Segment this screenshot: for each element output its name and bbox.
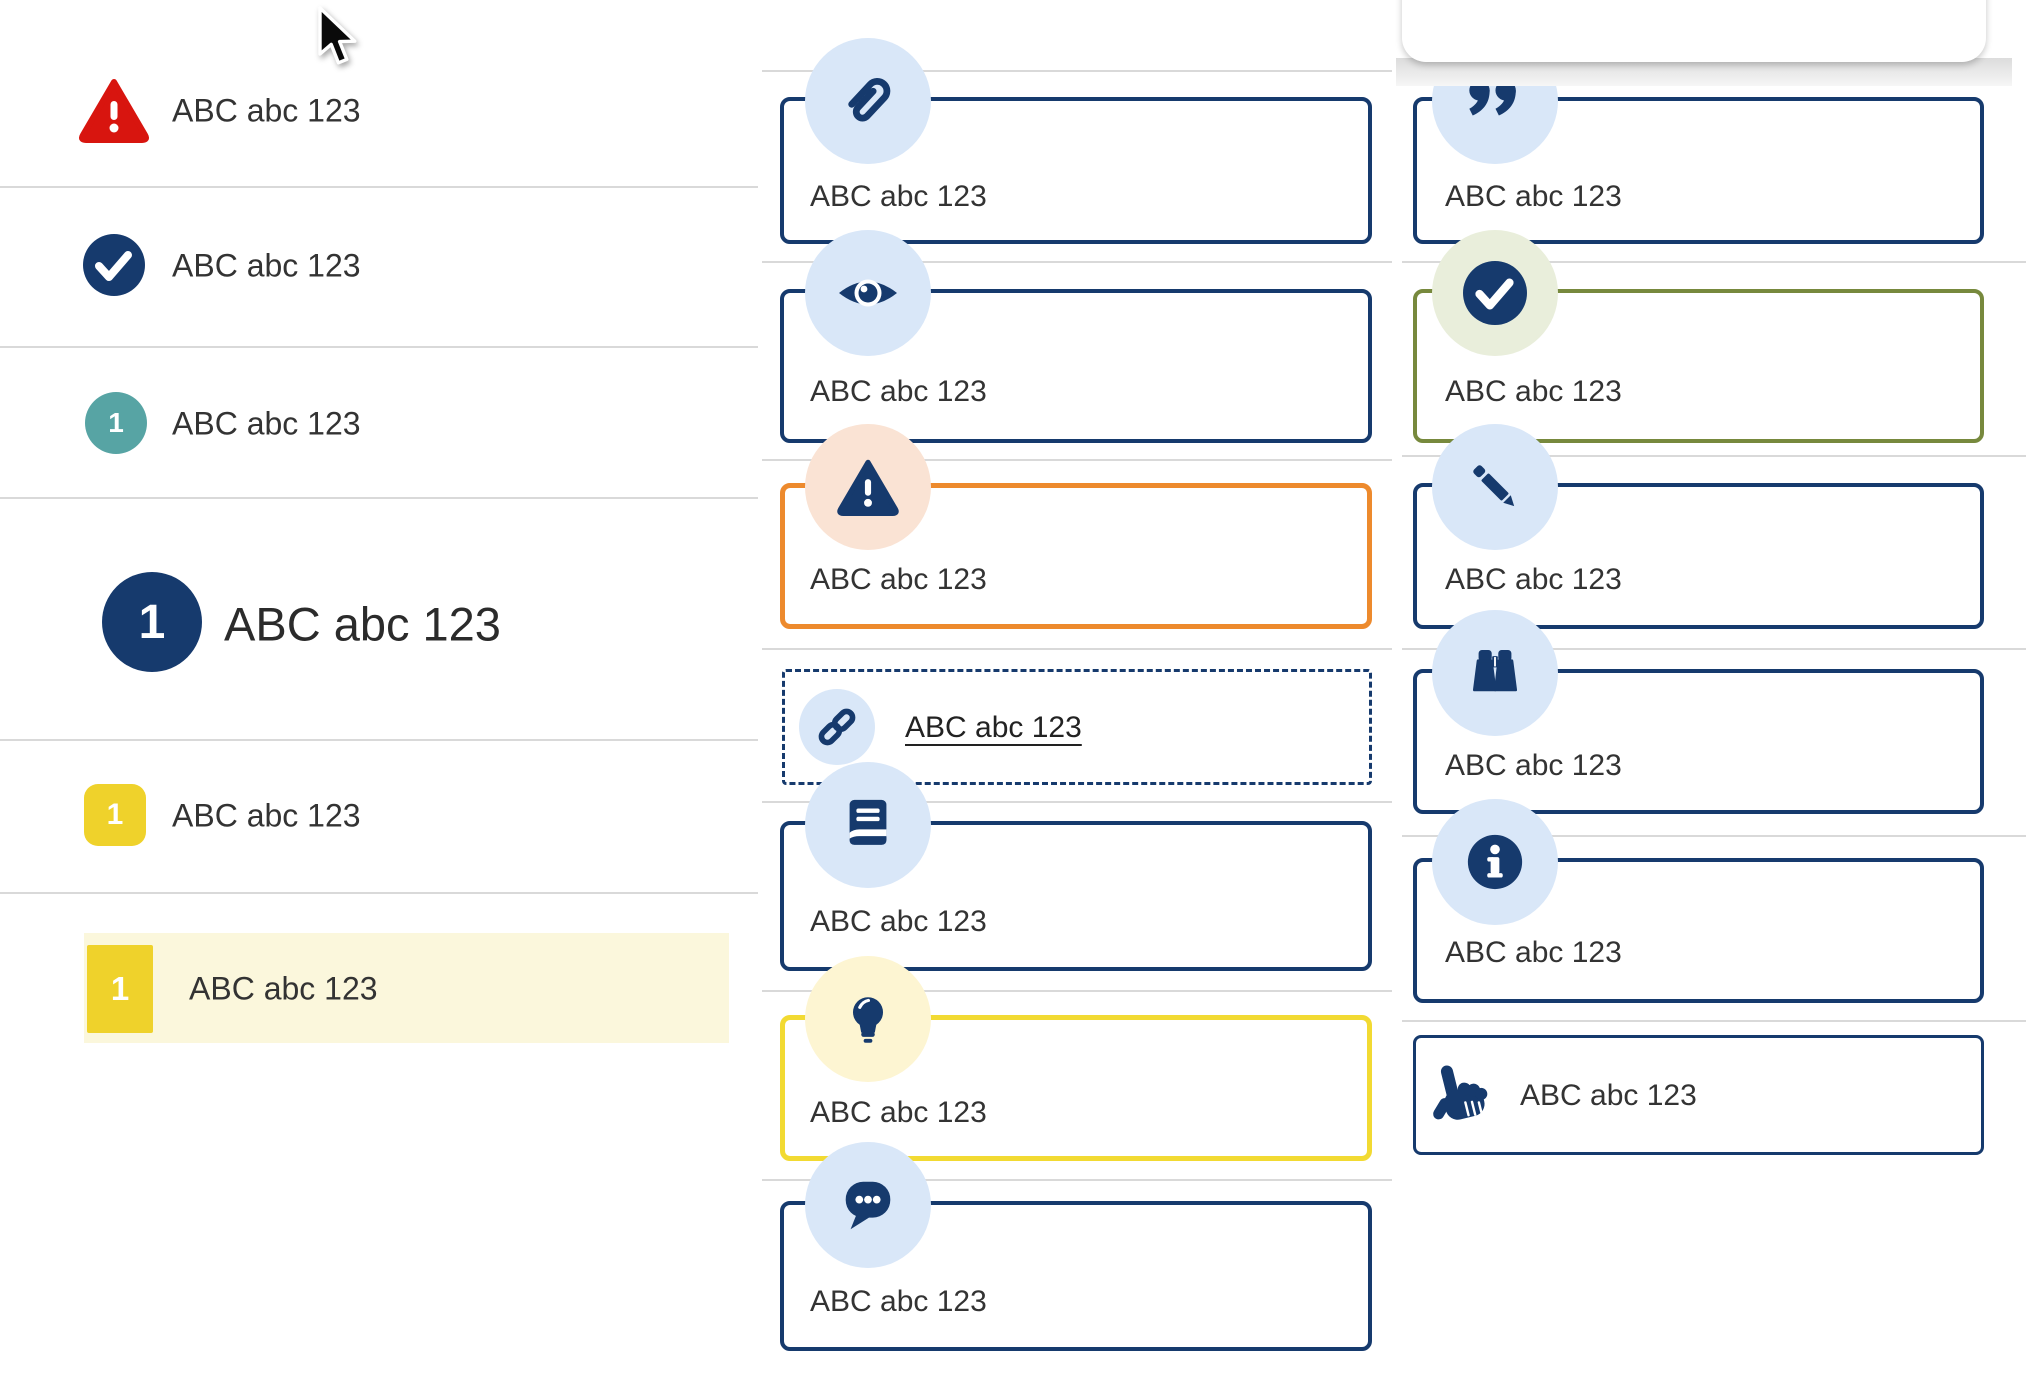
callout-label: ABC abc 123 <box>810 1096 987 1129</box>
mouse-cursor <box>316 6 358 70</box>
lightbulb-icon <box>805 956 931 1082</box>
divider <box>1402 455 2026 457</box>
callout-label: ABC abc 123 <box>1445 563 1622 596</box>
partial-card-top <box>1402 0 1986 62</box>
callout-label: ABC abc 123 <box>1445 180 1622 213</box>
divider <box>762 801 1392 803</box>
book-icon <box>805 762 931 888</box>
binoculars-icon <box>1432 610 1558 736</box>
divider <box>762 990 1392 992</box>
number-badge-teal-circle: 1 <box>85 392 147 454</box>
divider <box>1402 835 2026 837</box>
divider <box>762 261 1392 263</box>
check-circle-icon <box>1432 230 1558 356</box>
paperclip-icon <box>805 38 931 164</box>
callout-link-text[interactable]: ABC abc 123 <box>905 711 1082 744</box>
list-item-label[interactable]: ABC abc 123 <box>172 247 361 284</box>
list-item-label[interactable]: ABC abc 123 <box>189 970 378 1007</box>
alert-triangle-icon <box>79 77 149 143</box>
callout-label: ABC abc 123 <box>1445 936 1622 969</box>
callout-reference <box>780 821 1372 971</box>
callout-label: ABC abc 123 <box>1445 749 1622 782</box>
list-item-label[interactable]: ABC abc 123 <box>172 92 361 129</box>
badge-number: 1 <box>106 798 124 831</box>
pencil-icon <box>1432 424 1558 550</box>
divider <box>762 648 1392 650</box>
badge-number: 1 <box>138 595 166 649</box>
number-badge-navy-circle-large: 1 <box>102 572 202 672</box>
callout-label: ABC abc 123 <box>810 905 987 938</box>
callout-action <box>1413 1035 1984 1155</box>
badge-number: 1 <box>108 407 124 438</box>
callout-label: ABC abc 123 <box>1445 375 1622 408</box>
list-item-label[interactable]: ABC abc 123 <box>172 405 361 442</box>
callout-label: ABC abc 123 <box>810 180 987 213</box>
list-item-label[interactable]: ABC abc 123 <box>172 797 361 834</box>
divider <box>0 892 758 894</box>
divider <box>762 1179 1392 1181</box>
divider <box>762 70 1392 72</box>
divider <box>762 459 1392 461</box>
hand-pointer-icon <box>1424 1060 1494 1130</box>
callout-label: ABC abc 123 <box>1520 1079 1697 1112</box>
divider <box>1402 648 2026 650</box>
number-badge-yellow-rect: 1 <box>87 945 153 1033</box>
number-badge-yellow-square: 1 <box>84 784 146 846</box>
divider <box>0 739 758 741</box>
highlighted-list-item[interactable] <box>84 933 729 1043</box>
divider <box>0 346 758 348</box>
warning-icon <box>805 424 931 550</box>
eye-icon <box>805 230 931 356</box>
info-icon <box>1432 799 1558 925</box>
badge-number: 1 <box>110 970 130 1007</box>
list-item-label-large[interactable]: ABC abc 123 <box>224 597 501 651</box>
link-icon <box>799 689 875 765</box>
chat-dots-icon <box>805 1142 931 1268</box>
check-circle-icon <box>83 234 145 296</box>
divider <box>0 497 758 499</box>
callout-label: ABC abc 123 <box>810 375 987 408</box>
divider <box>1402 261 2026 263</box>
callout-label: ABC abc 123 <box>810 563 987 596</box>
divider <box>1402 1020 2026 1022</box>
callout-label: ABC abc 123 <box>810 1285 987 1318</box>
divider <box>0 186 758 188</box>
card-shadow <box>1396 58 2012 86</box>
